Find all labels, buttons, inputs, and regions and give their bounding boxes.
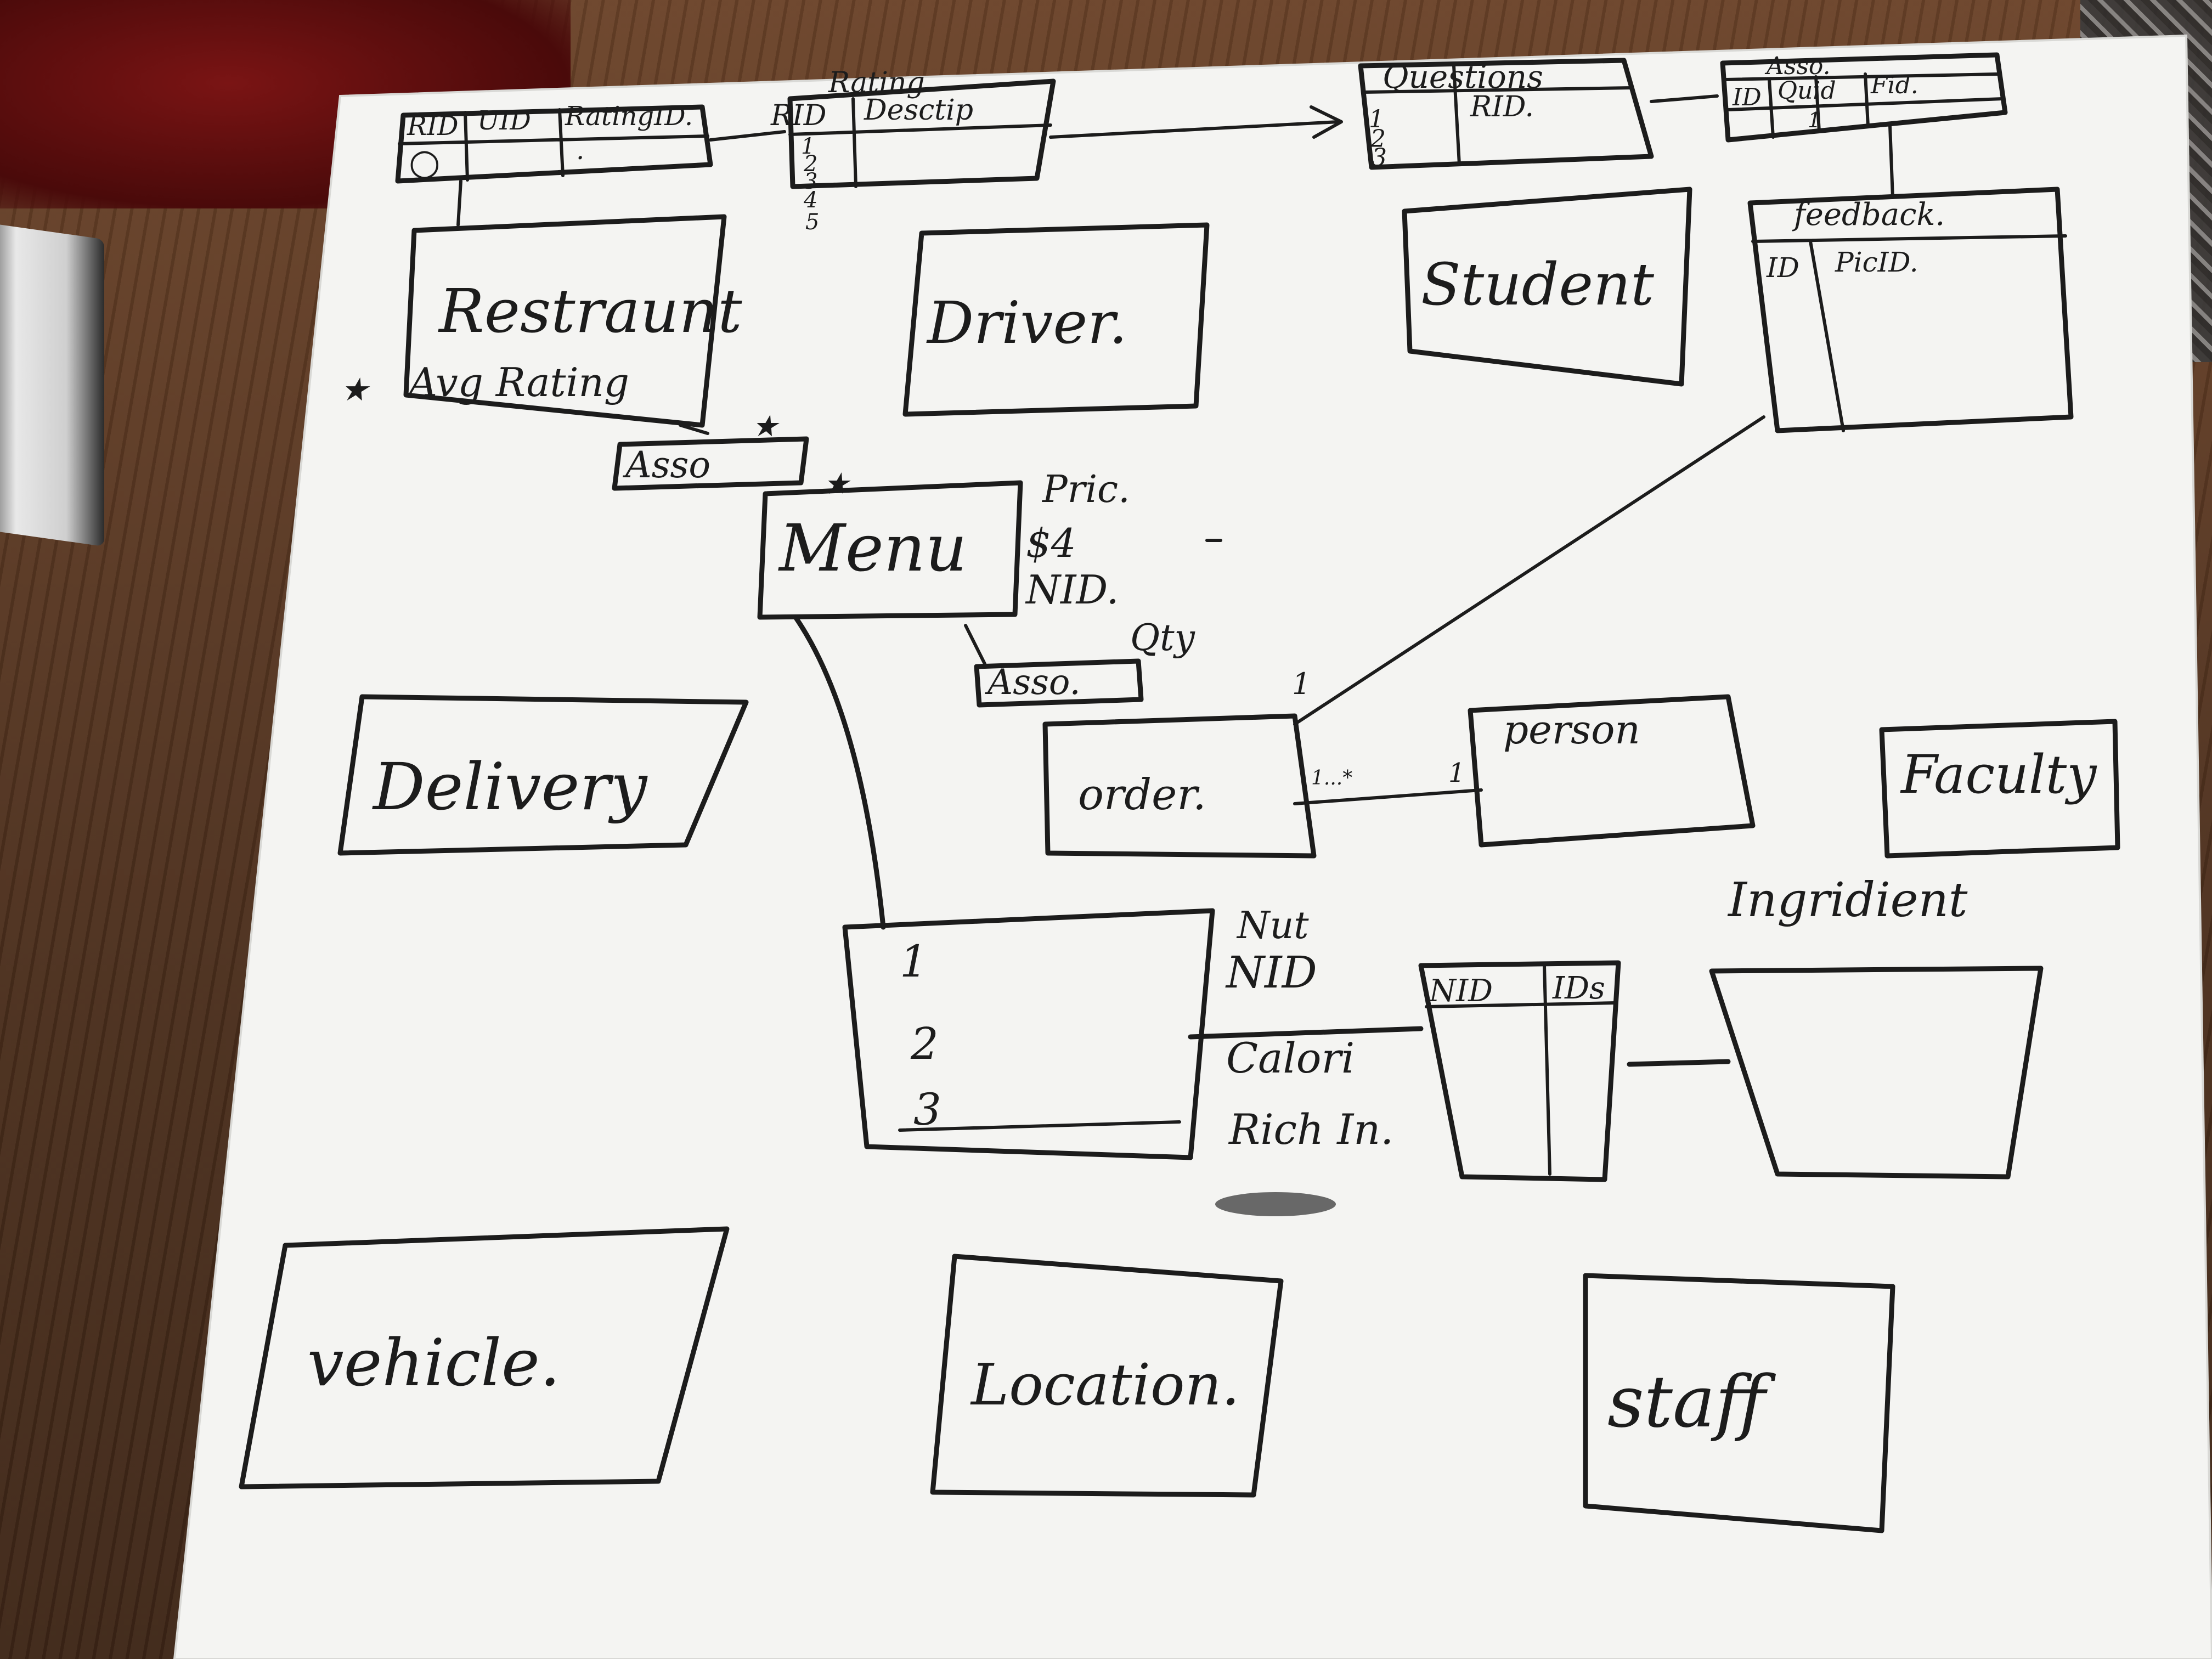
nutrition-table: 1 2 3 Nut NID Calori Rich In. <box>842 904 1393 1160</box>
connector-order-person: 1...* 1 <box>1293 758 1483 805</box>
rating-row-4: 4 <box>803 188 817 213</box>
rich-in-label: Rich In. <box>1228 1105 1393 1154</box>
asso-col-fid: Fid. <box>1870 71 1918 99</box>
rating-table: Rating RID Desctip 1 2 3 4 5 <box>770 66 1056 235</box>
rating-row-3: 3 <box>804 169 817 194</box>
calori-label: Calori <box>1226 1034 1355 1082</box>
nut-nid-label: NID <box>1225 947 1317 998</box>
questions-row-1: 1 <box>1369 105 1384 133</box>
restaurant-entity: Restraunt ★ Avg Rating <box>340 214 742 428</box>
arrow-rating-questions <box>1049 105 1343 139</box>
rating-row-rid: ○ <box>409 141 441 183</box>
rating-col-rid: RID <box>407 111 459 142</box>
staff-entity: staff <box>1583 1273 1895 1533</box>
questions-row-2: 2 <box>1370 125 1386 153</box>
order-entity: order. <box>1042 713 1317 859</box>
nutrition-row-2: 2 <box>910 1018 939 1069</box>
mult-order-feedback: 1 <box>1292 667 1311 701</box>
delivery-entity: Delivery <box>337 694 749 856</box>
person-label: person <box>1503 707 1640 753</box>
connector-menu-nutrition <box>793 614 886 930</box>
connector-restaurant-rating <box>709 130 786 142</box>
asso-menu-order: Asso. <box>964 624 1144 708</box>
order-label: order. <box>1078 770 1206 820</box>
ingredient-label: Ingridient <box>1727 873 1968 928</box>
rating-col-ratingid: RatingID. <box>565 101 693 132</box>
vehicle-entity: vehicle. <box>239 1226 730 1489</box>
connector-questions-asso <box>1650 94 1719 103</box>
rating-col-desc: Desctip <box>864 94 973 127</box>
avg-rating-label: Avg Rating <box>405 359 629 405</box>
restaurant-rating-table: RID UID RatingID. ○ . <box>395 101 713 227</box>
asso-title: Asso. <box>1764 52 1831 80</box>
price-label: Pric. <box>1041 468 1130 511</box>
nutrition-row-1: 1 <box>900 936 928 987</box>
menu-entity: Menu Pric. $4 NID. Qty <box>757 468 1222 659</box>
nutrition-row-3: 3 <box>913 1084 941 1135</box>
star-asso-1: ★ <box>752 409 780 443</box>
menu-label: Menu <box>778 510 967 586</box>
star-restaurant: ★ <box>340 371 370 408</box>
driver-label: Driver. <box>926 289 1127 357</box>
nid-table-col-ids: IDs <box>1552 970 1605 1006</box>
eraser-smudge <box>1215 1192 1336 1216</box>
mult-person-side: 1 <box>1448 758 1465 788</box>
asso-col-id: ID <box>1732 83 1762 111</box>
star-asso-2: ★ <box>823 466 851 501</box>
location-entity: Location. <box>930 1254 1284 1498</box>
driver-entity: Driver. <box>902 222 1210 417</box>
connector-order-feedback: 1 <box>1292 415 1765 726</box>
staff-label: staff <box>1607 1360 1776 1443</box>
nid-table-col-nid: NID <box>1428 973 1493 1009</box>
feedback-col-picid: PicID. <box>1835 246 1918 278</box>
connector-nid-ingredient <box>1627 1059 1731 1067</box>
connector-nutrition-nid <box>1188 1026 1424 1040</box>
questions-row-3: 3 <box>1372 144 1387 172</box>
feedback-table: feedback. ID PicID. <box>1747 187 2074 433</box>
faculty-entity: Faculty <box>1879 719 2120 859</box>
vehicle-label: vehicle. <box>307 1325 560 1401</box>
rating-row-5: 5 <box>805 210 819 235</box>
feedback-col-id: ID <box>1766 252 1799 284</box>
mult-order-side: 1...* <box>1311 767 1352 789</box>
rating-col-rid: RID <box>770 99 826 132</box>
price-value: $4 <box>1026 520 1076 566</box>
asso-col-quid: Quid <box>1778 77 1836 105</box>
asso-restaurant-menu-label: Asso <box>622 444 710 486</box>
feedback-title: feedback. <box>1792 197 1945 233</box>
rating-row-ratingid: . <box>576 135 584 166</box>
student-label: Student <box>1421 251 1654 318</box>
student-entity: Student <box>1402 187 1692 387</box>
asso-row-quid: 1 <box>1808 108 1821 132</box>
location-label: Location. <box>970 1351 1240 1418</box>
nid-label: NID. <box>1025 567 1119 613</box>
questions-col-rid: RID. <box>1470 91 1534 123</box>
faculty-label: Faculty <box>1900 744 2097 805</box>
questions-table: Questions RID. 1 2 3 <box>1358 58 1654 172</box>
questions-title: Questions <box>1383 58 1543 95</box>
rating-col-uid: UID <box>477 105 531 136</box>
asso-restaurant-menu: Asso ★ ★ <box>612 409 851 501</box>
asso-menu-order-label: Asso. <box>985 662 1081 703</box>
nut-label: Nut <box>1236 904 1309 947</box>
delivery-label: Delivery <box>372 749 648 825</box>
restaurant-label: Restraunt <box>438 276 742 346</box>
rating-row-2: 2 <box>803 151 817 177</box>
person-entity: person <box>1468 694 1756 848</box>
ingredient-entity: Ingridient <box>1709 873 2044 1180</box>
nid-ids-table: NID IDs <box>1418 960 1621 1182</box>
qty-label: Qty <box>1130 617 1195 659</box>
rating-row-1: 1 <box>801 134 815 159</box>
asso-feedback-table: Asso. ID Quid Fid. 1 <box>1720 52 2008 199</box>
